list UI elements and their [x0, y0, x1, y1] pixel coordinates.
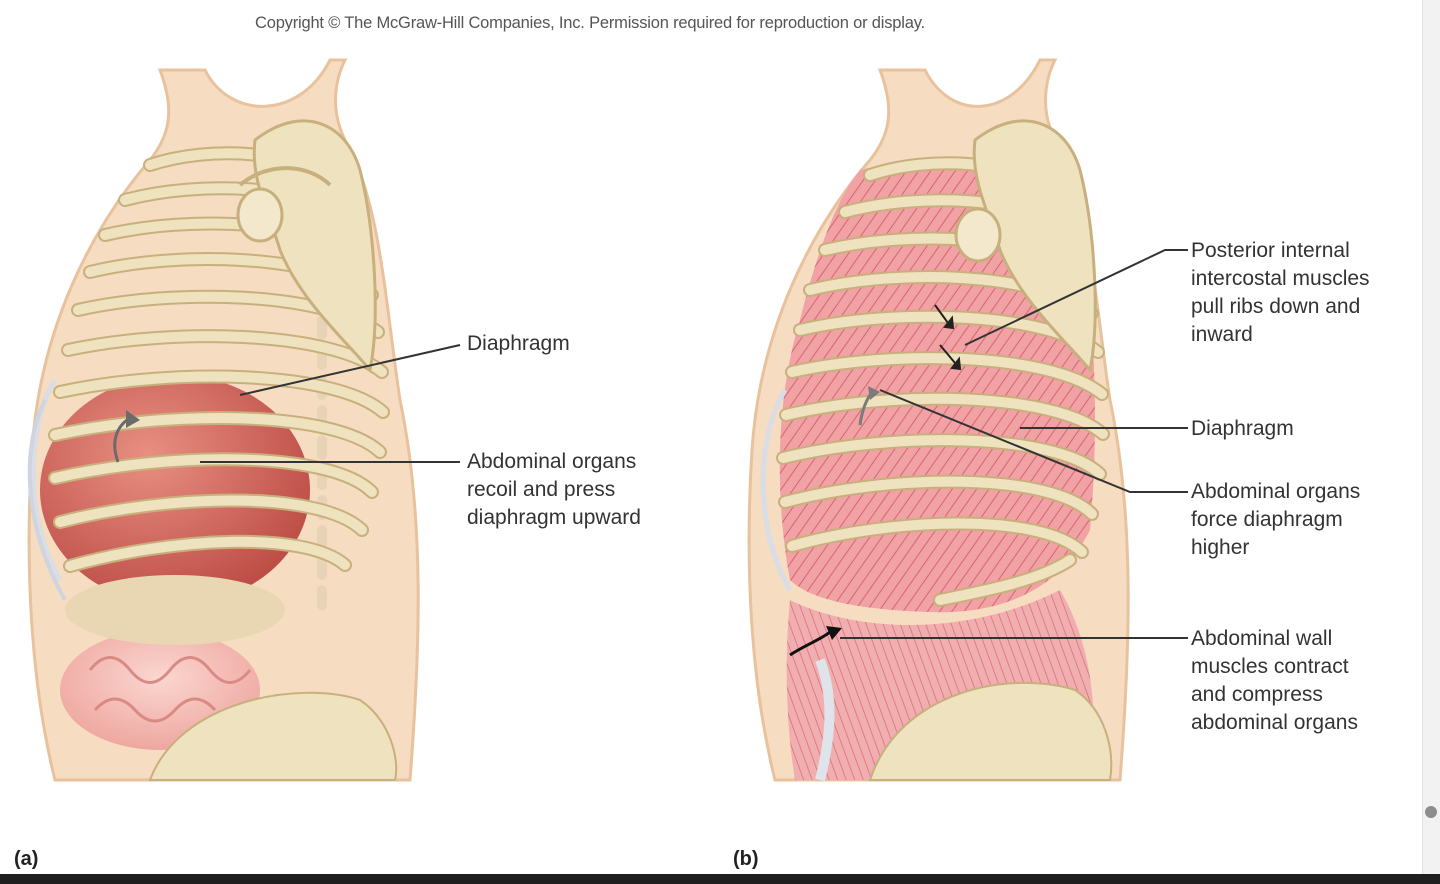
- scroll-indicator[interactable]: [1425, 806, 1437, 818]
- panel-a-drawing: [27, 58, 461, 782]
- label-line: inward: [1191, 323, 1253, 346]
- label-line: diaphragm upward: [467, 506, 641, 529]
- label-a-diaphragm: Diaphragm: [467, 332, 570, 355]
- panel-b-drawing: [747, 58, 1188, 782]
- label-b-abdominal-organs: Abdominal organs force diaphragm higher: [1191, 478, 1360, 562]
- label-line: higher: [1191, 536, 1250, 559]
- label-line: Abdominal wall: [1191, 627, 1333, 650]
- label-line: muscles contract: [1191, 655, 1349, 678]
- label-line: Posterior internal: [1191, 239, 1350, 262]
- label-b-diaphragm: Diaphragm: [1191, 417, 1294, 440]
- label-line: Abdominal organs: [1191, 480, 1361, 503]
- label-line: intercostal muscles: [1191, 267, 1370, 290]
- label-a-abdominal-organs: Abdominal organs recoil and press diaphr…: [467, 448, 641, 532]
- label-line: and compress: [1191, 683, 1323, 706]
- label-line: pull ribs down and: [1191, 295, 1361, 318]
- panel-letter-a: (a): [14, 848, 39, 870]
- label-line: Abdominal organs: [467, 450, 637, 473]
- label-b-abdominal-wall: Abdominal wall muscles contract and comp…: [1191, 625, 1358, 737]
- label-line: abdominal organs: [1191, 711, 1358, 734]
- bottom-bar: [0, 874, 1440, 884]
- label-b-intercostal-muscles: Posterior internal intercostal muscles p…: [1191, 237, 1370, 349]
- copyright-notice: Copyright © The McGraw-Hill Companies, I…: [255, 14, 925, 32]
- panel-letter-b: (b): [733, 848, 759, 870]
- window-frame-right: [1422, 0, 1440, 884]
- label-line: recoil and press: [467, 478, 616, 501]
- label-line: force diaphragm: [1191, 508, 1343, 531]
